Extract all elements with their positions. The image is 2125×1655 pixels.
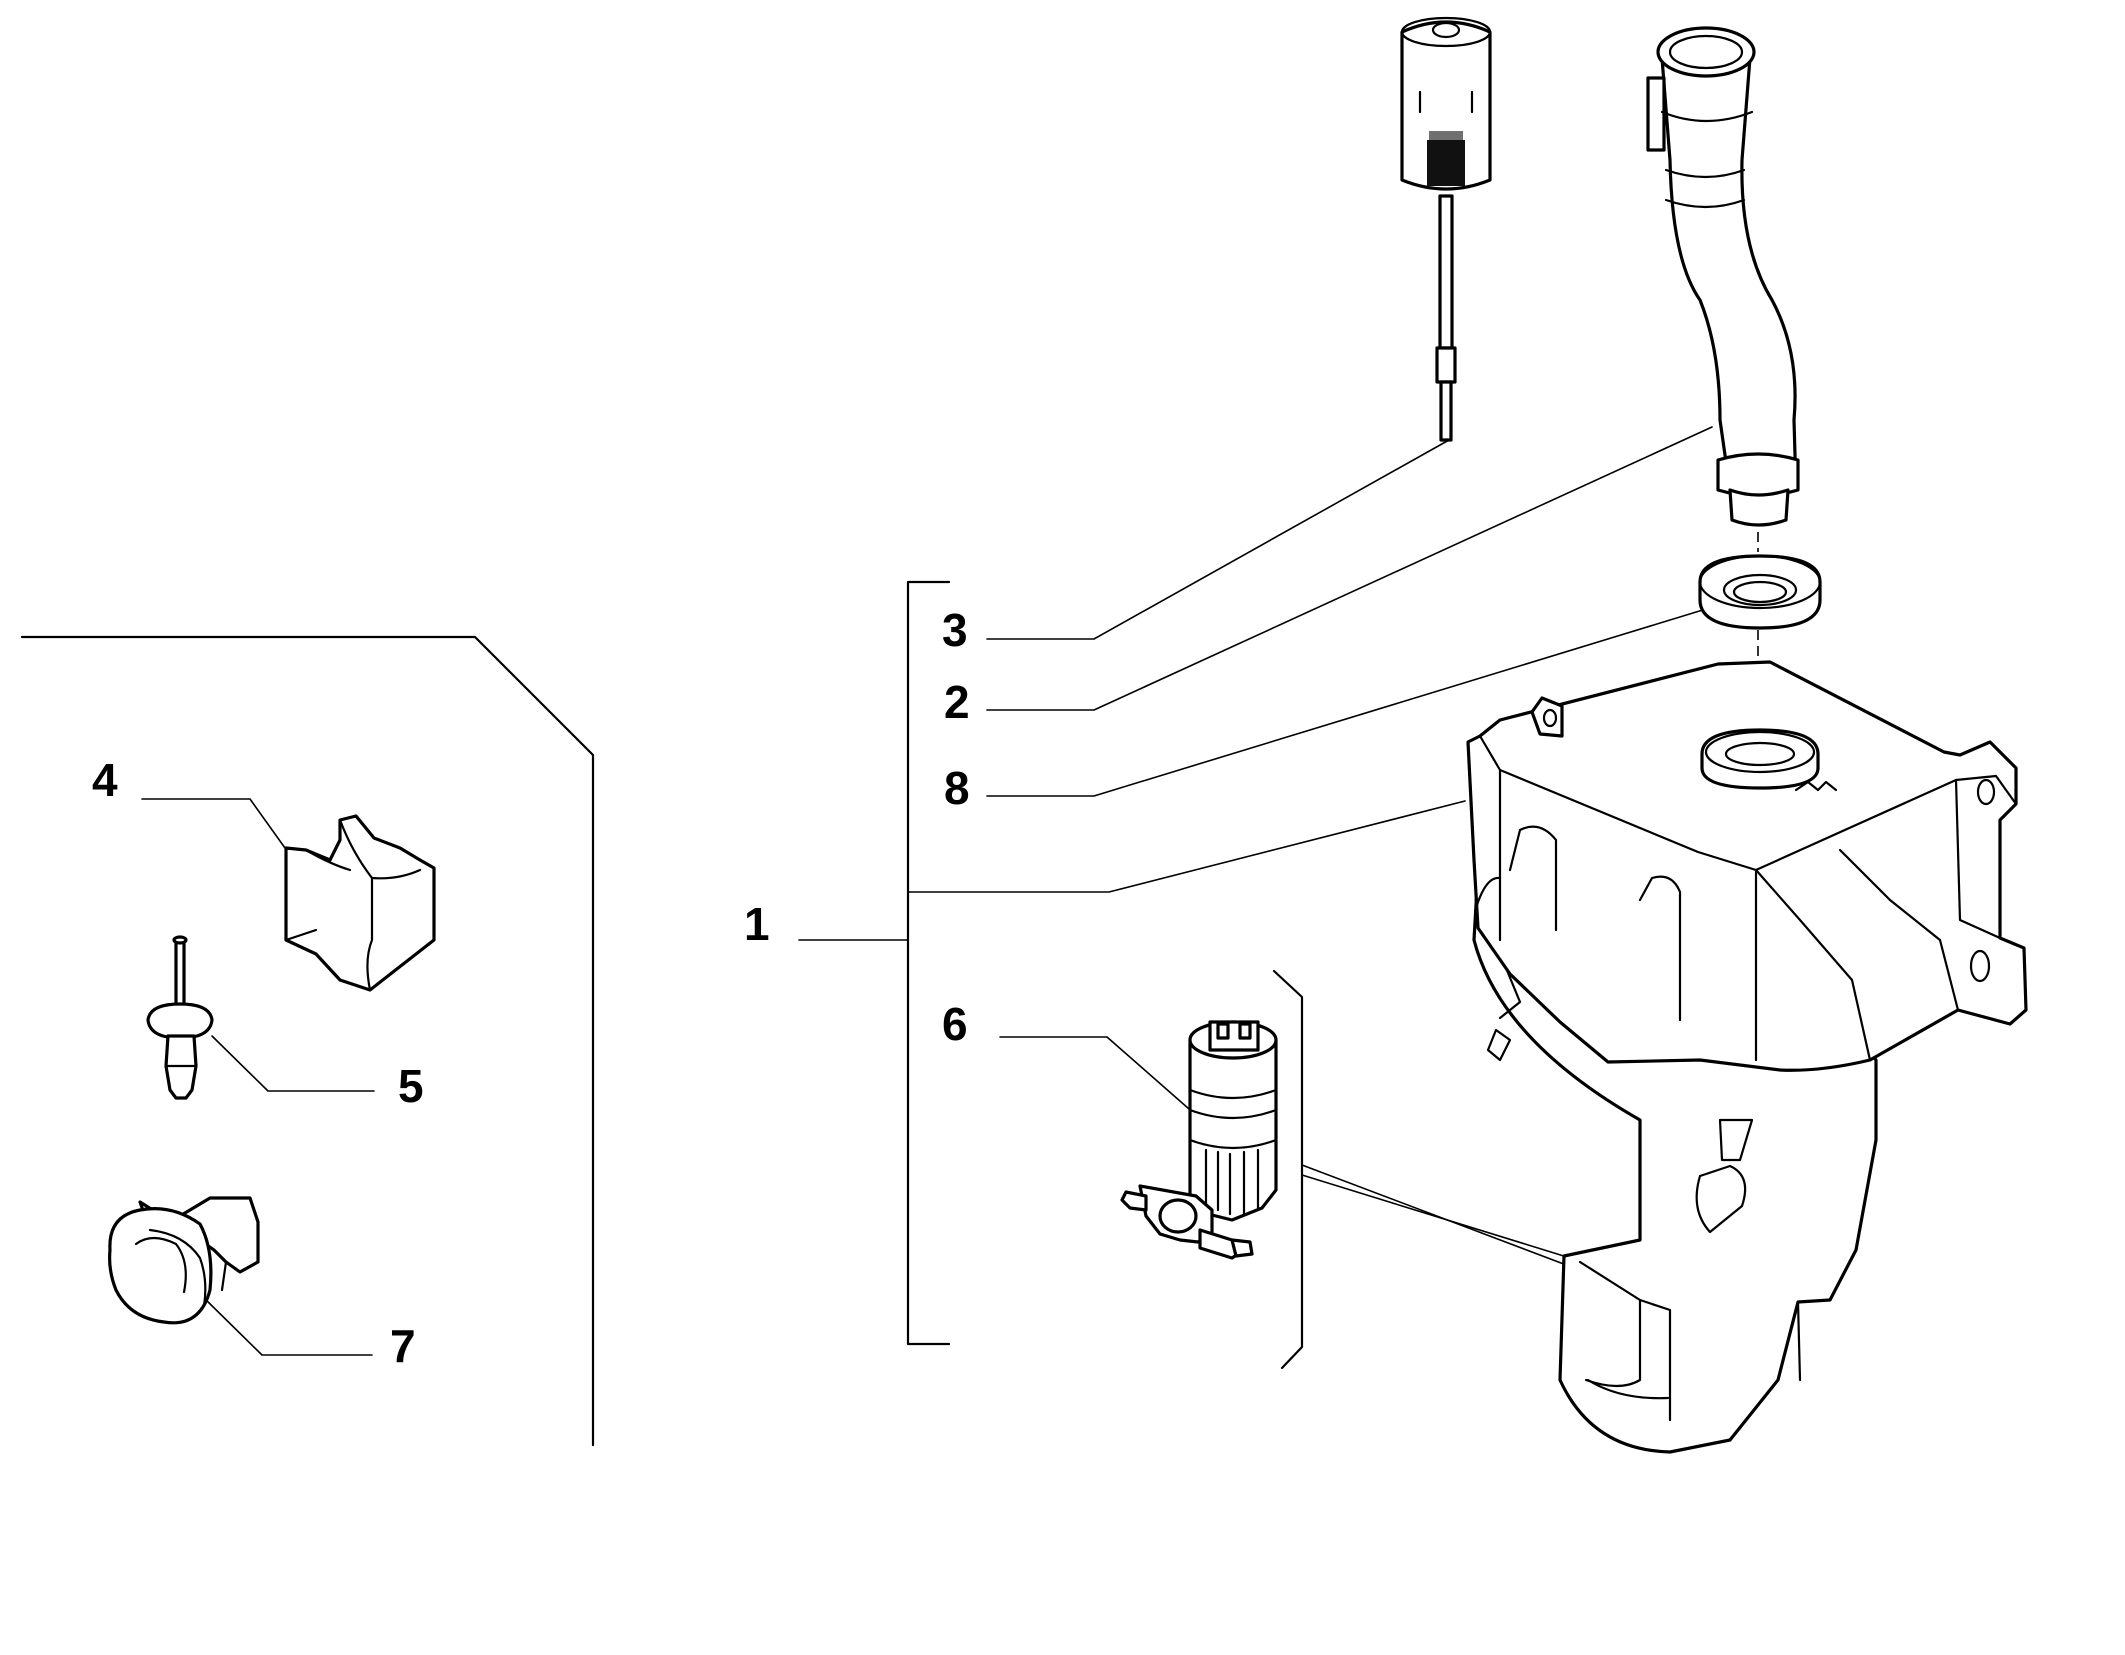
grommet-seal bbox=[1698, 554, 1822, 630]
washer-reservoir bbox=[1466, 660, 2028, 1454]
filler-neck bbox=[1646, 26, 1800, 527]
callout-7: 7 bbox=[390, 1320, 416, 1372]
callout-6: 6 bbox=[942, 998, 968, 1050]
callout-4: 4 bbox=[92, 754, 118, 806]
washer-pump-part bbox=[1120, 1020, 1278, 1260]
callout-5: 5 bbox=[398, 1060, 424, 1112]
hose-clamp-part bbox=[108, 1196, 260, 1325]
clip-part bbox=[284, 814, 436, 992]
callout-1: 1 bbox=[744, 898, 770, 950]
level-sensor bbox=[1400, 16, 1492, 442]
callout-labels: 1 2 3 4 5 6 7 8 bbox=[92, 604, 970, 1372]
rivet-part bbox=[146, 935, 214, 1100]
assembly-bracket bbox=[906, 580, 951, 1346]
callout-8: 8 bbox=[944, 762, 970, 814]
kit-frame-border bbox=[20, 635, 595, 1447]
pump-bracket bbox=[1272, 969, 1304, 1370]
leader-lines bbox=[141, 426, 1713, 1356]
callout-3: 3 bbox=[942, 604, 968, 656]
callout-2: 2 bbox=[944, 676, 970, 728]
